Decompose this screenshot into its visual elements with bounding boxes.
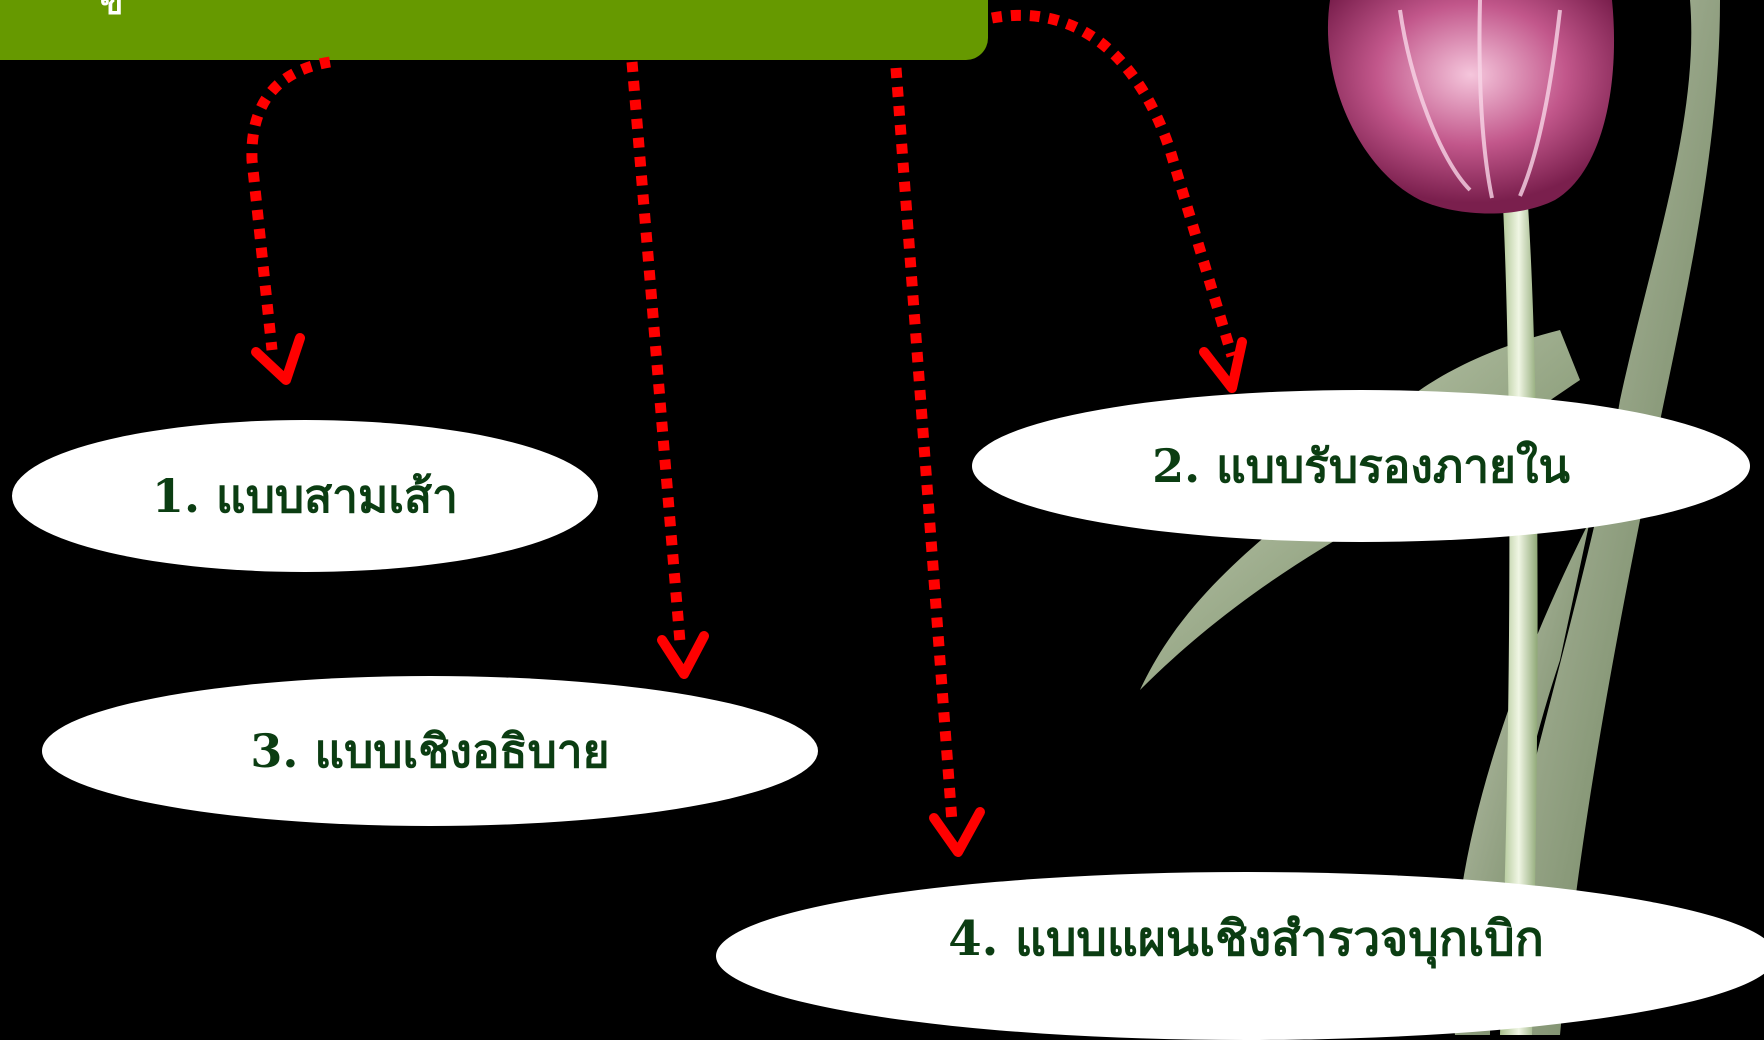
arrow-to-item-1 — [246, 56, 331, 351]
arrow-heads — [251, 333, 1247, 857]
item-1-label: 1. แบบสามเส้า — [152, 468, 458, 523]
arrowhead-item-4 — [929, 807, 985, 857]
arrow-to-item-3 — [626, 61, 686, 643]
connector-arrows — [246, 9, 1238, 823]
arrowhead-item-3 — [657, 631, 709, 679]
header-bar: ข — [0, 0, 988, 60]
arrowhead-item-1 — [251, 333, 305, 385]
item-3-label: 3. แบบเชิงอธิบาย — [250, 723, 610, 778]
item-4-label: 4. แบบแผนเชิงสำรวจบุกเบิก — [948, 911, 1544, 967]
arrowhead-item-2 — [1199, 337, 1247, 393]
item-2-ellipse: 2. แบบรับรองภายใน — [972, 390, 1750, 542]
arrow-to-item-2 — [991, 9, 1238, 358]
item-4-ellipse: 4. แบบแผนเชิงสำรวจบุกเบิก — [716, 872, 1764, 1040]
arrow-to-item-4 — [890, 67, 958, 823]
item-1-ellipse: 1. แบบสามเส้า — [12, 420, 598, 572]
header-title-fragment: ข — [100, 0, 124, 23]
item-2-label: 2. แบบรับรองภายใน — [1152, 438, 1570, 493]
item-3-ellipse: 3. แบบเชิงอธิบาย — [42, 676, 818, 826]
